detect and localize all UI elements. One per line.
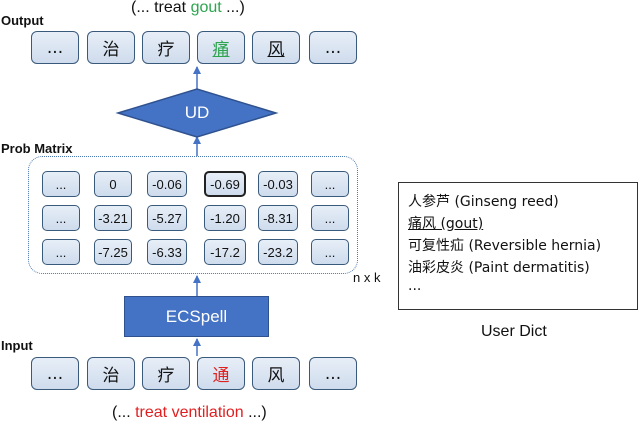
input-token-error: 通 (197, 357, 245, 390)
input-token: 风 (252, 357, 300, 390)
matrix-cell: -23.2 (258, 239, 298, 265)
matrix-cell: ... (42, 171, 80, 197)
output-caption-close: ...) (221, 0, 245, 16)
input-caption-open: (... (112, 404, 136, 421)
user-dict-entry: ... (408, 278, 422, 294)
matrix-cell: -17.2 (204, 239, 246, 265)
input-token: 疗 (142, 357, 190, 390)
user-dict-entry: 人参芦 (Ginseng reed) (408, 194, 559, 210)
matrix-cell: ... (311, 171, 349, 197)
matrix-cell: ... (311, 205, 349, 231)
matrix-cell: -5.27 (147, 205, 187, 231)
prob-matrix-label: Prob Matrix (1, 141, 73, 156)
output-token: ... (309, 31, 357, 64)
matrix-cell: ... (42, 239, 80, 265)
matrix-cell: -6.33 (147, 239, 187, 265)
output-token: 风 (252, 31, 300, 64)
matrix-cell: ... (42, 205, 80, 231)
ecspell-box: ECSpell (124, 296, 269, 337)
output-caption-open: (... treat (131, 0, 191, 16)
prob-matrix-frame (28, 156, 358, 274)
matrix-cell: ... (311, 239, 349, 265)
matrix-cell: -8.31 (258, 205, 298, 231)
matrix-cell: -0.06 (147, 171, 187, 197)
input-label: Input (1, 338, 33, 353)
output-token: 疗 (142, 31, 190, 64)
user-dict-entry: 可复性疝 (Reversible hernia) (408, 238, 602, 254)
user-dict-label: User Dict (481, 323, 547, 340)
input-token: ... (31, 357, 79, 390)
output-token: 治 (87, 31, 135, 64)
matrix-cell: 0 (94, 171, 132, 197)
user-dict-entry: 油彩皮炎 (Paint dermatitis) (408, 260, 590, 276)
user-dict-entry-highlight: 痛风 (gout) (408, 216, 484, 232)
output-caption-word: gout (190, 0, 222, 16)
input-caption-close: ...) (243, 404, 267, 421)
matrix-cell: -0.03 (258, 171, 298, 197)
input-caption: (... treat ventilation ...) (112, 404, 267, 422)
ud-label: UD (184, 103, 210, 122)
user-dict-box: 人参芦 (Ginseng reed) 痛风 (gout) 可复性疝 (Rever… (398, 182, 638, 310)
matrix-cell: -0.69 (204, 171, 246, 197)
input-caption-word: treat ventilation (135, 404, 244, 421)
ud-diamond (115, 88, 279, 138)
output-label: Output (1, 13, 44, 28)
matrix-cell: -3.21 (94, 205, 132, 231)
input-token: 治 (87, 357, 135, 390)
matrix-dims-label: n x k (353, 270, 381, 285)
output-caption: (... treat gout ...) (131, 0, 245, 17)
matrix-cell: -1.20 (204, 205, 246, 231)
output-token: ... (31, 31, 79, 64)
ecspell-label: ECSpell (165, 306, 228, 326)
input-token: ... (309, 357, 357, 390)
matrix-cell: -7.25 (94, 239, 132, 265)
output-token-corrected: 痛 (197, 31, 245, 64)
